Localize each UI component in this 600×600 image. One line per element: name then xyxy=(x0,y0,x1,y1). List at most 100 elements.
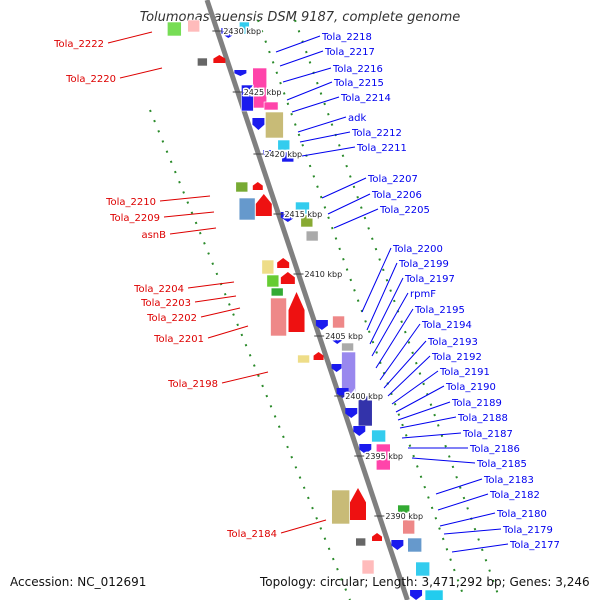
leader-line xyxy=(280,519,327,534)
gene-block xyxy=(277,139,291,151)
gene-label: Tola_2209 xyxy=(109,213,160,224)
leader-line xyxy=(379,323,421,381)
leader-line xyxy=(375,308,414,369)
topology-text: Topology: circular; Length: 3,471,292 bp… xyxy=(260,575,590,589)
gene-block xyxy=(241,84,254,112)
leader-line xyxy=(299,131,351,143)
tick-label: 2395 kbp xyxy=(365,452,403,461)
gene-label: Tola_2205 xyxy=(379,205,430,216)
gene-arrow xyxy=(280,212,295,222)
gene-arrow xyxy=(315,320,328,330)
gene-label: Tola_2210 xyxy=(105,197,156,208)
gene-label: Tola_2222 xyxy=(53,39,104,50)
leader-line xyxy=(107,31,153,44)
leader-line xyxy=(401,432,462,439)
leader-line xyxy=(371,292,409,357)
leader-line xyxy=(169,227,217,235)
leader-line xyxy=(395,385,445,413)
leader-line xyxy=(200,307,241,318)
leader-line xyxy=(437,493,489,511)
gene-label: Tola_2179 xyxy=(502,525,553,536)
tick-label: 2410 kbp xyxy=(305,270,343,279)
gene-label: Tola_2180 xyxy=(496,509,547,520)
leader-line xyxy=(361,247,392,313)
gene-arrow xyxy=(234,70,247,76)
gene-block xyxy=(297,354,310,364)
gene-block xyxy=(331,489,350,525)
leader-line xyxy=(333,208,379,229)
gene-label: Tola_2198 xyxy=(167,379,218,390)
gene-arrow xyxy=(280,272,295,284)
gene-label: Tola_2211 xyxy=(356,143,407,154)
leader-line xyxy=(435,478,483,495)
leader-line xyxy=(369,277,404,345)
gene-arrow xyxy=(221,28,236,38)
gene-arrow xyxy=(353,426,366,436)
gene-block xyxy=(261,259,275,275)
gene-arrow xyxy=(410,590,423,600)
gene-label: Tola_2191 xyxy=(439,367,490,378)
gene-arrow xyxy=(252,118,265,130)
gene-block xyxy=(281,151,295,163)
gene-label: Tola_2197 xyxy=(404,274,455,285)
gene-block xyxy=(341,351,356,397)
leader-line xyxy=(383,340,427,389)
leader-line xyxy=(159,195,211,202)
gene-block xyxy=(263,101,279,111)
gene-label: Tola_2193 xyxy=(427,337,478,348)
gene-label: Tola_2204 xyxy=(133,284,184,295)
tick-label: 2405 kbp xyxy=(325,332,363,341)
gene-label: Tola_2199 xyxy=(398,259,449,270)
gene-block xyxy=(397,504,410,514)
gene-block xyxy=(197,57,208,67)
gene-arrow xyxy=(391,540,404,550)
leader-line xyxy=(387,355,431,397)
leader-line xyxy=(282,67,332,83)
leader-line xyxy=(119,67,163,79)
gene-label: Tola_2206 xyxy=(371,190,422,201)
tick-label: 2430 kbp xyxy=(223,27,261,36)
gene-block xyxy=(424,589,444,600)
gene-arrow xyxy=(213,55,226,63)
leader-line xyxy=(207,325,249,339)
gene-arrow xyxy=(263,150,276,158)
leader-line xyxy=(321,177,367,199)
gene-arrow xyxy=(331,364,342,372)
gene-label: Tola_2217 xyxy=(324,47,375,58)
gene-block xyxy=(341,342,354,352)
leader-line xyxy=(366,262,398,331)
accession-text: Accession: NC_012691 xyxy=(10,575,147,589)
leader-line xyxy=(297,116,347,133)
gene-label: Tola_2212 xyxy=(351,128,402,139)
leader-line xyxy=(279,50,324,67)
gene-block xyxy=(270,287,284,297)
gene-label: Tola_2190 xyxy=(445,382,496,393)
genome-backbone xyxy=(204,0,410,600)
gene-block xyxy=(270,297,287,337)
gene-block xyxy=(305,230,319,242)
gene-block xyxy=(375,443,391,471)
leader-line xyxy=(391,370,439,405)
gene-label: Tola_2187 xyxy=(462,429,513,440)
gene-block xyxy=(371,429,386,443)
tick-label: 2400 kbp xyxy=(345,392,383,401)
gene-block xyxy=(332,315,345,329)
gene-arrow xyxy=(255,194,272,216)
gene-arrow xyxy=(332,336,343,344)
gene-block xyxy=(402,519,415,535)
gene-label: Tola_2200 xyxy=(392,244,443,255)
gene-label: Tola_2220 xyxy=(65,74,116,85)
gene-label: Tola_2192 xyxy=(431,352,482,363)
gene-block xyxy=(238,197,256,221)
gene-label: Tola_2183 xyxy=(483,475,534,486)
tick-label: 2425 kbp xyxy=(244,88,282,97)
gene-label: Tola_2186 xyxy=(469,444,520,455)
gene-label: Tola_2188 xyxy=(457,413,508,424)
gene-label: rpmF xyxy=(410,289,436,300)
gene-block xyxy=(415,561,431,577)
gene-arrow xyxy=(349,488,366,520)
gene-label: Tola_2182 xyxy=(489,490,540,501)
leader-line xyxy=(163,211,215,218)
gene-arrow xyxy=(252,182,263,190)
